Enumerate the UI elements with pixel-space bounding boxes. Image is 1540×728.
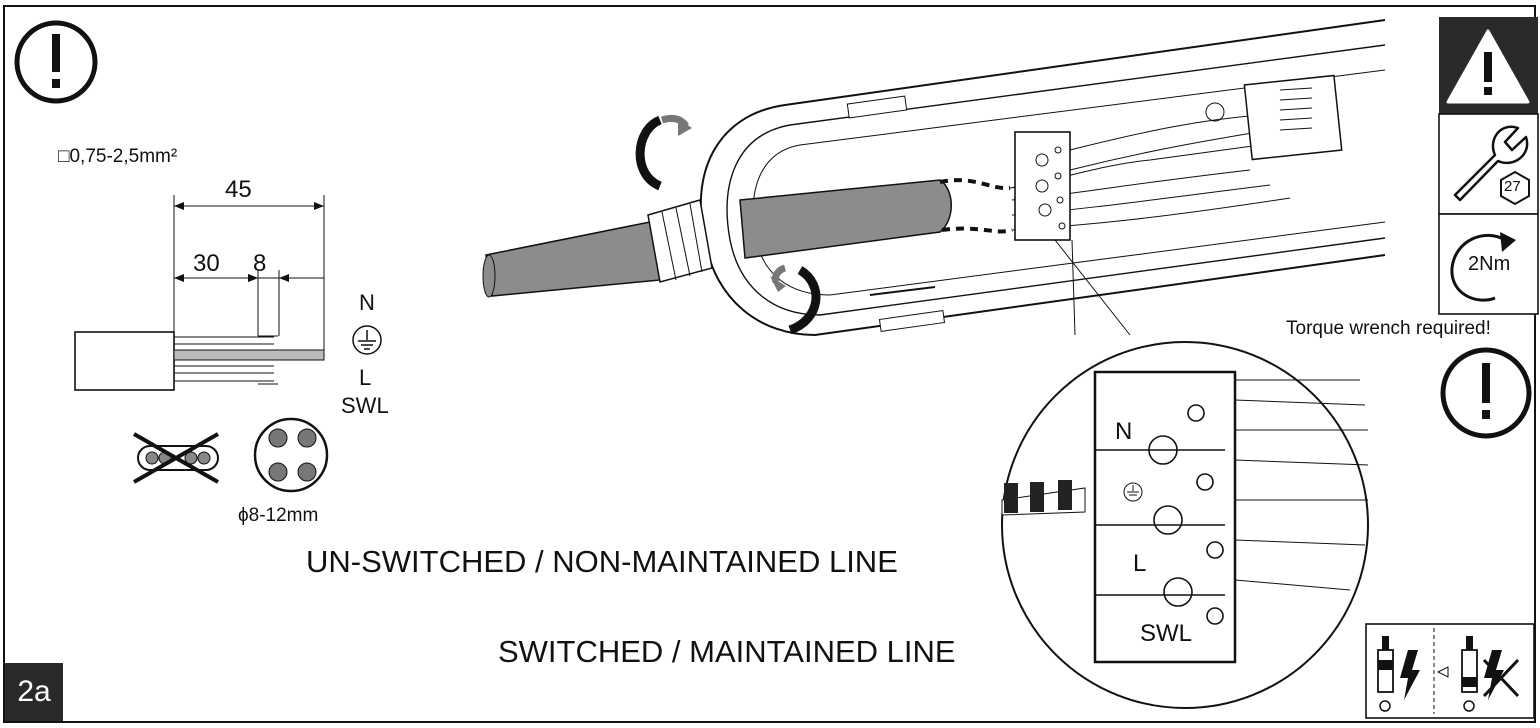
tool-panel [1438, 17, 1539, 315]
terminal-block [1014, 131, 1071, 241]
terminal-label-l: L [359, 365, 372, 390]
terminal-label-n: N [359, 290, 375, 315]
zoom-leader [1071, 239, 1076, 336]
nut-icon [1500, 170, 1530, 206]
torque-value-label: 2Nm [1468, 253, 1511, 275]
zoom-leader [1054, 239, 1131, 336]
rotation-arrow-icon [635, 114, 821, 335]
earth-symbol-icon [352, 325, 382, 355]
cable-gland [482, 178, 1013, 298]
cross-section-label: □0,75-2,5mm² [58, 146, 178, 167]
wrench-size-label: 27 [1504, 178, 1521, 195]
dim-total-label: 45 [225, 176, 252, 203]
attention-icon-right [1440, 347, 1532, 439]
cable-diameter-label: ϕ8-12mm [238, 505, 319, 526]
torque-arrow-icon [1450, 232, 1516, 302]
terminal-label-swl: SWL [341, 393, 389, 418]
dim-inner-label: 8 [253, 250, 267, 277]
switched-line-label: SWITCHED / MAINTAINED LINE [498, 634, 956, 669]
lamp-power-off-icon [1365, 623, 1535, 719]
zoom-label-n: N [1115, 418, 1133, 445]
page-frame [3, 5, 1536, 723]
dim-outer-label: 30 [193, 250, 220, 277]
driver-connector [1205, 74, 1343, 161]
step-number-badge: 2a [5, 663, 63, 721]
wire-strip-drawing [74, 195, 325, 391]
unswitched-line-label: UN-SWITCHED / NON-MAINTAINED LINE [306, 544, 898, 579]
zoom-label-swl: SWL [1140, 620, 1193, 647]
torque-note: Torque wrench required! [1286, 318, 1491, 339]
terminal-zoom-view [1001, 341, 1369, 709]
zoom-label-l: L [1133, 550, 1147, 577]
wrench-icon [1453, 125, 1529, 202]
flat-cable-not-allowed-icon [133, 432, 219, 484]
round-cable-icon [253, 417, 329, 493]
attention-icon [14, 20, 98, 104]
